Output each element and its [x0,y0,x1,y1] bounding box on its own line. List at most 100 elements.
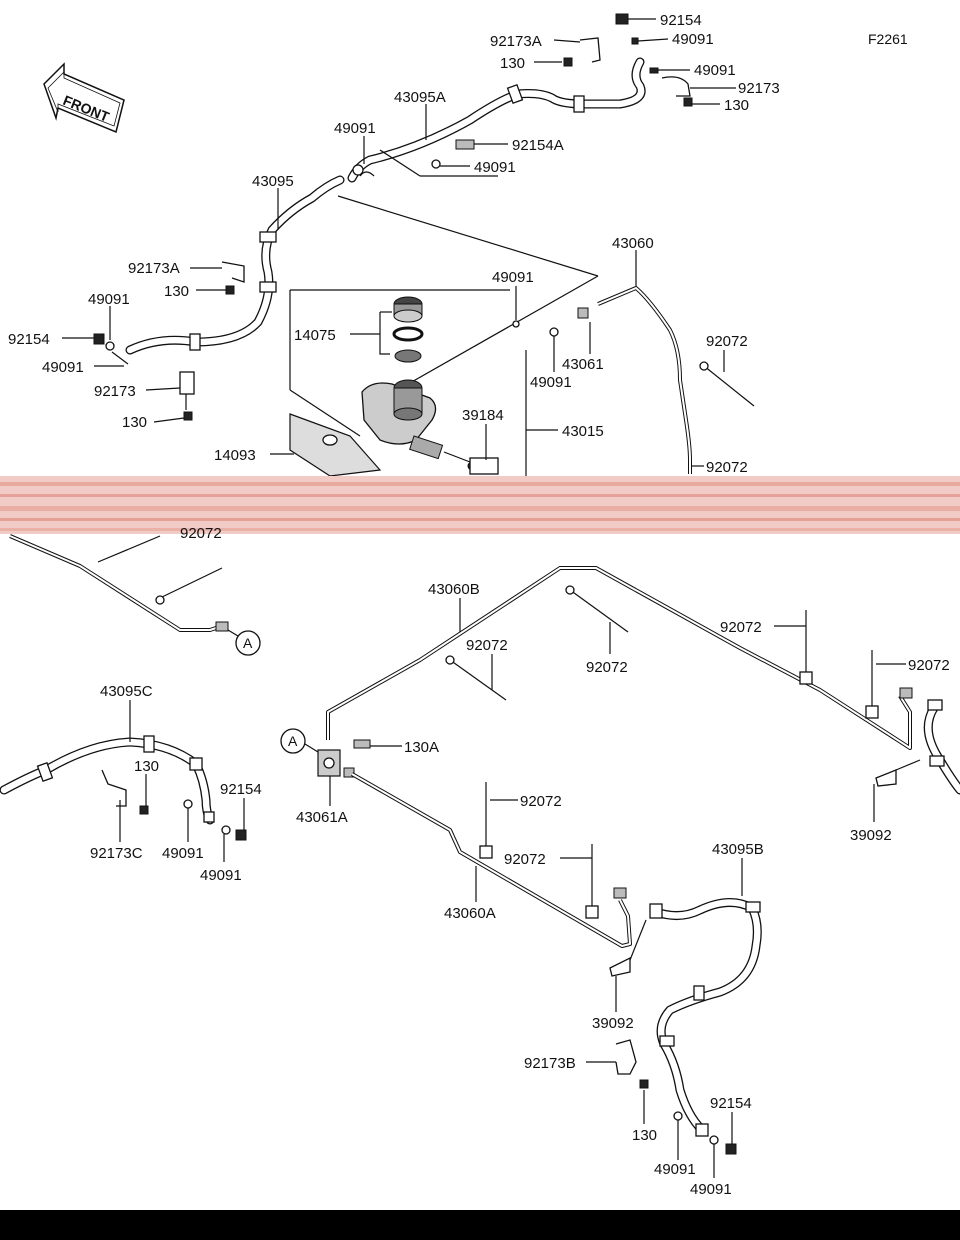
brake-hose-43095B [649,898,762,1137]
label-92173-left: 92173 [94,383,136,400]
clamp-92173-tr [661,76,691,97]
label-43095A: 43095A [394,89,446,106]
label-92154A: 92154A [512,137,564,154]
label-92154-c: 92154 [220,781,262,798]
bolt-130-c [139,805,149,815]
washer-49091-mc2 [549,327,559,337]
label-43015: 43015 [562,423,604,440]
svg-text:A: A [243,635,253,651]
label-49091-mc: 49091 [492,269,534,286]
banjo-bolt-92154-c [235,829,247,841]
banjo-bolt-92154-b [725,1143,737,1155]
label-130-left: 130 [164,283,189,300]
label-130A: 130A [404,739,439,756]
label-49091-b: 49091 [654,1161,696,1178]
label-49091-mid2: 49091 [474,159,516,176]
label-49091-top: 49091 [672,31,714,48]
bolt-130-left [225,285,235,295]
brake-pipe-43060 [597,286,692,474]
label-130-top: 130 [500,55,525,72]
bolt-130-left2 [183,411,193,421]
label-49091-c: 49091 [162,845,204,862]
svg-text:A: A [288,733,298,749]
label-92154-b: 92154 [710,1095,752,1112]
label-130-tr: 130 [724,97,749,114]
brake-hose-43095C [0,735,215,825]
cable-tie-92072-c [799,610,813,685]
label-92173A-top: 92173A [490,33,542,50]
washer-49091-mid2 [431,159,441,169]
label-43061: 43061 [562,356,604,373]
washer-49091-b2 [709,1135,719,1145]
cable-tie-92072-b [565,585,629,633]
label-14093: 14093 [214,447,256,464]
washer-49091-mid [352,164,364,176]
bolt-130-top [563,57,573,67]
scan-artifact-band [0,476,960,534]
label-92072-d: 92072 [908,657,950,674]
bracket-92173C [101,769,127,807]
bracket-92173B [615,1039,637,1075]
label-92072-e: 92072 [520,793,562,810]
label-130-b: 130 [632,1127,657,1144]
label-49091-mc2: 49091 [530,374,572,391]
figure-code: F2261 [868,31,908,47]
label-92072-l: 92072 [180,525,222,542]
washer-49091-b [673,1111,683,1121]
label-92072-c: 92072 [720,619,762,636]
brake-pipe-left-fragment [9,534,229,632]
washer-49091-mc [512,320,520,328]
label-39092-b: 39092 [592,1015,634,1032]
label-92154-left: 92154 [8,331,50,348]
label-43060A: 43060A [444,905,496,922]
label-92072-a: 92072 [466,637,508,654]
tee-fitting-43061A [317,739,371,778]
label-92173-tr: 92173 [738,80,780,97]
washer-49091-left [105,341,115,351]
bracket-92173A-left [221,261,245,283]
label-92072-r1: 92072 [706,333,748,350]
label-49091-tr: 49091 [694,62,736,79]
bolt-130-b [639,1079,649,1089]
master-cylinder-reference-lines [289,149,599,437]
brake-hose-43095A [347,57,646,183]
label-130-left2: 130 [122,414,147,431]
banjo-bolt-92154-left [93,333,105,345]
label-130-c: 130 [134,758,159,775]
label-43095B: 43095B [712,841,764,858]
label-92173C: 92173C [90,845,143,862]
washer-49091-top [631,37,639,45]
label-92173B: 92173B [524,1055,576,1072]
brake-hose-43095 [125,175,345,355]
reservoir-cap-14075 [379,296,424,363]
label-92072-b: 92072 [586,659,628,676]
banjo-bolt-92154-top [615,13,629,25]
cable-tie-92072-d [865,650,879,719]
label-49091-b2: 49091 [690,1181,732,1198]
callout-a-top: A [227,629,261,656]
washer-49091-tr [649,67,659,74]
leader-lines [62,18,921,1178]
label-43060B: 43060B [428,581,480,598]
part-labels: 92154 92173A 49091 130 49091 92173 130 4… [8,12,950,1198]
bolt-130A [353,739,371,749]
label-49091-left: 49091 [88,291,130,308]
fitting-43061 [577,307,589,319]
cable-tie-92072-e [479,782,493,859]
label-43060: 43060 [612,235,654,252]
label-49091-left2: 49091 [42,359,84,376]
banjo-bolt-92154A [455,139,475,150]
label-14075: 14075 [294,327,336,344]
label-92173A-left: 92173A [128,260,180,277]
label-39184: 39184 [462,407,504,424]
cable-tie-92072-r1 [699,361,755,407]
bolt-130-tr [683,97,693,107]
label-39092-r: 39092 [850,827,892,844]
label-92072-f: 92072 [504,851,546,868]
label-43095C: 43095C [100,683,153,700]
label-49091-c2: 49091 [200,867,242,884]
washer-49091-c [183,799,193,809]
cable-tie-92072-a [445,655,507,701]
clip-39092-bottom [609,956,631,977]
